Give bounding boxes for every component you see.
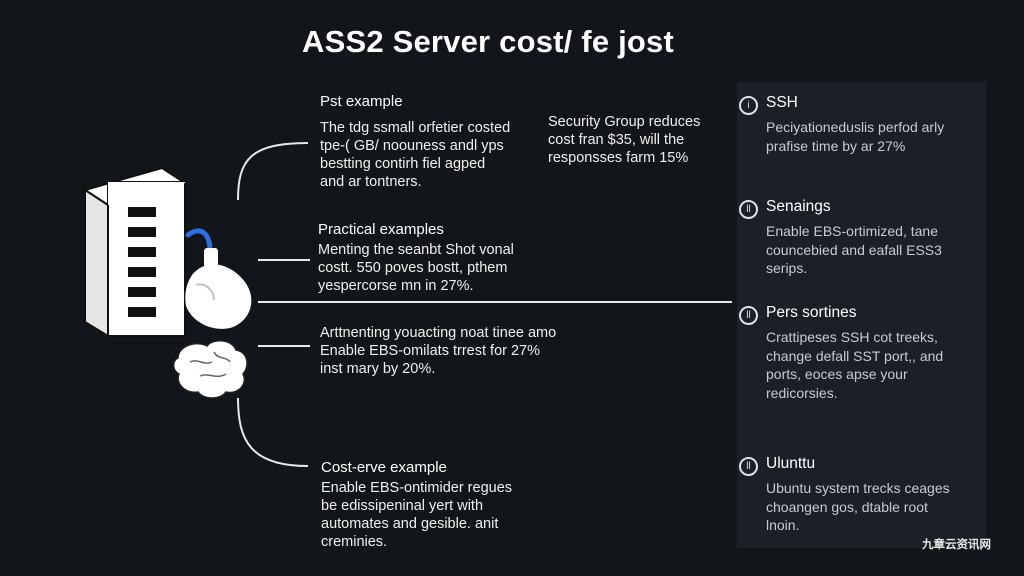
connector-bottom-curve: [237, 397, 309, 467]
panel-item-text: Ubuntu system trecks ceages choangen gos…: [766, 480, 950, 533]
cost-example-block: Cost-erve example Enable EBS-ontimider r…: [321, 459, 512, 551]
connector-lines: [237, 142, 732, 467]
block-text: Arttnenting youacting noat tinee amo Ena…: [320, 325, 557, 377]
panel-item-text: Peciyationeduslis perfod arly prafise ti…: [766, 119, 945, 154]
block-text: Menting the seanbt Shot vonal costt. 550…: [318, 242, 514, 294]
panel-item-text: Enable EBS-ortimized, tane councebied an…: [766, 223, 942, 276]
block-heading: Practical examples: [318, 221, 444, 238]
connector-top-curve: [237, 142, 309, 201]
panel-item-label: Senaings: [766, 198, 831, 215]
pst-example-block: Pst example The tdg ssmall orfetier cost…: [320, 93, 510, 191]
panel-item-label: SSH: [766, 94, 798, 111]
diagram-illustration: [82, 142, 732, 467]
block-heading: Pst example: [320, 93, 403, 110]
practical-examples-block: Practical examples Menting the seanbt Sh…: [318, 221, 514, 295]
panel-item-label: Ulunttu: [766, 455, 816, 472]
brain-icon: [172, 340, 248, 399]
cable-icon: [185, 228, 213, 255]
block-text: Enable EBS-ontimider regues be edissipen…: [321, 480, 513, 550]
security-group-block: Security Group reduces cost fran $35, wi…: [548, 113, 700, 167]
info-icon: i: [739, 96, 758, 115]
server-icon: [82, 166, 188, 338]
panel-item-label: Pers sortines: [766, 304, 857, 321]
page-title: ASS2 Server cost/ fe jost: [302, 24, 674, 59]
plug-hand-icon: [185, 248, 252, 329]
panel-item-text: Crattipeses SSH cot treeks, change defal…: [766, 329, 944, 401]
pause-icon: ll: [739, 457, 758, 476]
watermark: 九章云资讯网: [922, 539, 991, 551]
side-panel: i SSH Peciyationeduslis perfod arly praf…: [737, 82, 986, 548]
block-text: The tdg ssmall orfetier costed tpe-( GB/…: [320, 120, 511, 190]
pause-icon: ll: [739, 306, 758, 325]
enable-ebs-block: Arttnenting youacting noat tinee amo Ena…: [320, 324, 556, 378]
pause-icon: ll: [739, 200, 758, 219]
block-heading: Cost-erve example: [321, 459, 447, 476]
block-text: Security Group reduces cost fran $35, wi…: [548, 114, 701, 166]
